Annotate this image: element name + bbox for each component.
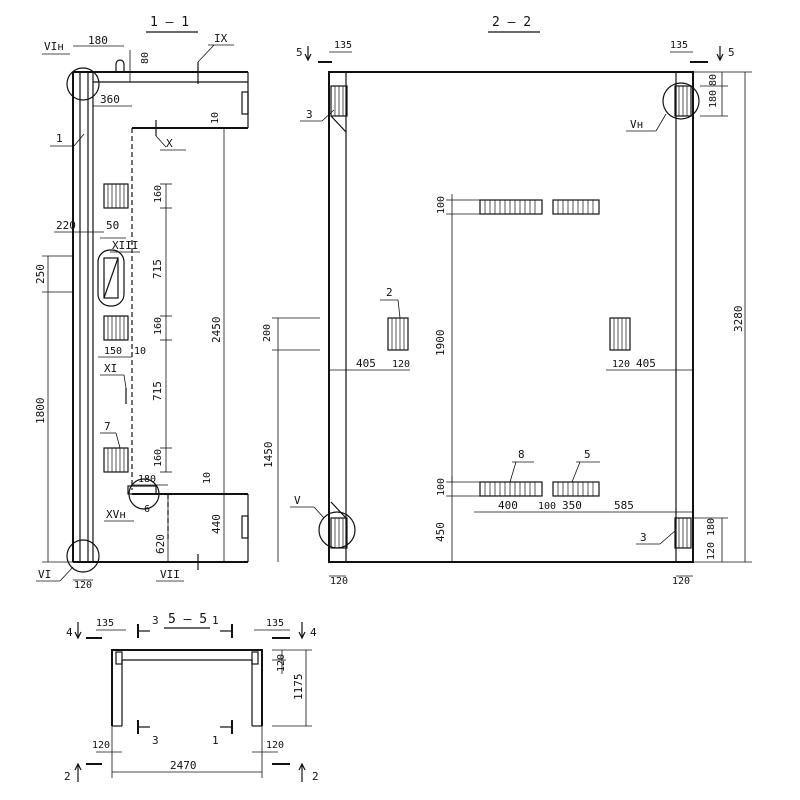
- cut-mark-1-top: 1: [212, 614, 219, 627]
- cut-mark-5-left: 5: [296, 46, 303, 59]
- dim-405-left: 405: [356, 357, 376, 370]
- dim-80: 80: [140, 52, 151, 64]
- node-label-X: X: [166, 137, 173, 150]
- dim-120-bottom-left: 120: [92, 740, 110, 751]
- dim-200: 200: [262, 324, 273, 342]
- dim-220: 220: [56, 219, 76, 232]
- node-label-Vn: Vн: [630, 118, 643, 131]
- dim-80: 80: [708, 74, 719, 86]
- node-label-V: V: [294, 494, 301, 507]
- position-3-top: 3: [306, 108, 313, 121]
- position-5: 5: [584, 448, 591, 461]
- dim-10-low: 10: [202, 472, 213, 484]
- dim-120-right: 120: [612, 359, 630, 370]
- node-label-IX: IX: [214, 32, 228, 45]
- cut-mark-5-right: 5: [728, 46, 735, 59]
- dim-160-b: 160: [153, 317, 164, 335]
- dim-10-mid: 10: [134, 346, 146, 357]
- dim-585: 585: [614, 499, 634, 512]
- dim-250: 250: [34, 264, 47, 284]
- position-6: 6: [144, 504, 150, 515]
- dim-405-right: 405: [636, 357, 656, 370]
- section-5-5: 5 – 5 4 4 3 1 3 1 2 2: [64, 612, 319, 783]
- dim-160-c: 160: [153, 449, 164, 467]
- cut-mark-1-bottom: 1: [212, 734, 219, 747]
- dim-2470: 2470: [170, 759, 197, 772]
- cut-mark-2-right: 2: [312, 770, 319, 783]
- dim-120-bottom-right: 120: [266, 740, 284, 751]
- dim-180-vertical: 180: [706, 518, 717, 536]
- cut-mark-4-right: 4: [310, 626, 317, 639]
- section-title-5-5: 5 – 5: [168, 612, 207, 627]
- dim-120-bottom-left: 120: [330, 576, 348, 587]
- dim-100-top: 100: [436, 196, 447, 214]
- node-label-VI: VI: [38, 568, 51, 581]
- position-2: 2: [386, 286, 393, 299]
- cut-mark-4-left: 4: [66, 626, 73, 639]
- dim-100-low: 100: [436, 478, 447, 496]
- dim-160-a: 160: [153, 185, 164, 203]
- dim-120: 120: [74, 580, 92, 591]
- section-title-1-1: 1 – 1: [150, 15, 189, 30]
- section-2-2: 2 – 2: [262, 15, 752, 587]
- cut-mark-2-left: 2: [64, 770, 71, 783]
- dim-135-left: 135: [334, 40, 352, 51]
- dim-360: 360: [100, 93, 120, 106]
- dim-120-bottom-right: 120: [672, 576, 690, 587]
- dim-400: 400: [498, 499, 518, 512]
- position-7: 7: [104, 420, 111, 433]
- dim-715-b: 715: [151, 381, 164, 401]
- dim-2450: 2450: [210, 317, 223, 344]
- section-title-2-2: 2 – 2: [492, 15, 531, 30]
- dim-135-right: 135: [670, 40, 688, 51]
- dim-120-vertical: 120: [706, 542, 717, 560]
- dim-10-top: 10: [210, 112, 221, 124]
- position-1: 1: [56, 132, 63, 145]
- dim-120-vertical: 120: [276, 654, 287, 672]
- dim-3280: 3280: [732, 306, 745, 333]
- dim-120-left: 120: [392, 359, 410, 370]
- node-label-VIn: VIн: [44, 40, 64, 53]
- node-label-XVn: XVн: [106, 508, 126, 521]
- dim-135-left: 135: [96, 618, 114, 629]
- dim-715-a: 715: [151, 259, 164, 279]
- dim-50: 50: [106, 219, 119, 232]
- cut-mark-3-top: 3: [152, 614, 159, 627]
- section-1-1: 1 – 1: [34, 15, 249, 591]
- dim-450: 450: [434, 522, 447, 542]
- dim-1900: 1900: [434, 330, 447, 357]
- dim-180-top: 180: [88, 34, 108, 47]
- dim-350: 350: [562, 499, 582, 512]
- dim-135-right: 135: [266, 618, 284, 629]
- dim-620: 620: [154, 534, 167, 554]
- node-label-VII: VII: [160, 568, 180, 581]
- dim-180-low: 180: [138, 474, 156, 485]
- position-3-bottom: 3: [640, 531, 647, 544]
- dim-100-mid: 100: [538, 501, 556, 512]
- dim-150: 150: [104, 346, 122, 357]
- dim-1450: 1450: [262, 442, 275, 469]
- node-label-XI: XI: [104, 362, 117, 375]
- dim-180-top: 180: [708, 90, 719, 108]
- dim-1175: 1175: [292, 674, 305, 701]
- node-label-XIII: XIII: [112, 239, 139, 252]
- dim-1800: 1800: [34, 398, 47, 425]
- position-8: 8: [518, 448, 525, 461]
- dim-440: 440: [210, 514, 223, 534]
- cut-mark-3-bottom: 3: [152, 734, 159, 747]
